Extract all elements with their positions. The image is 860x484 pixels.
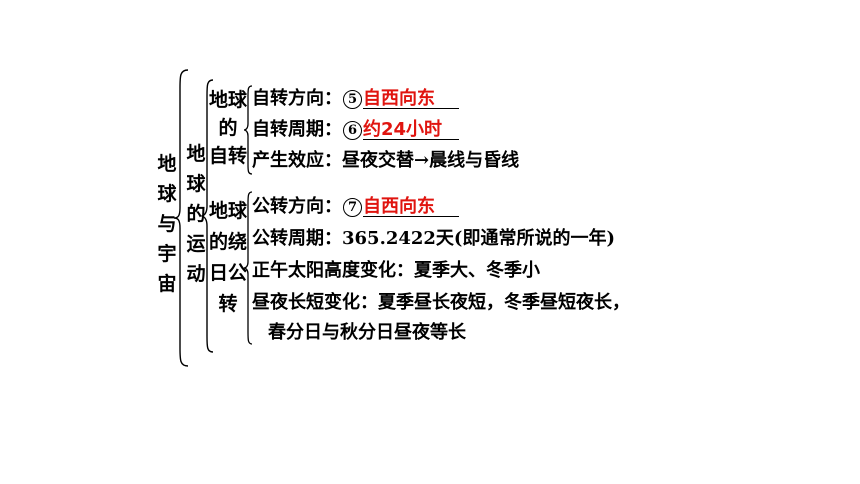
level2-char: 球	[186, 173, 206, 195]
row-label: 自转方向：	[252, 88, 342, 109]
row-label: 公转方向：	[252, 196, 342, 217]
level1-char: 地	[157, 153, 177, 175]
level1-title: 地 球 与 宇 宙	[156, 150, 178, 300]
rotation-title-line: 的	[218, 117, 238, 139]
revolution-row-period: 公转周期：365.2422天(即通常所说的一年)	[252, 228, 615, 249]
answer-blank: 自西向东	[363, 86, 459, 109]
level2-char: 运	[186, 233, 206, 255]
level2-title: 地 球 的 运 动	[185, 140, 207, 290]
level2-char: 动	[186, 263, 206, 285]
revolution-title-line: 转	[218, 293, 238, 315]
answer-text: 约24小时	[363, 119, 443, 140]
revolution-title-line: 的绕	[208, 231, 247, 253]
revolution-brace	[243, 191, 253, 345]
rotation-title-line: 地球	[208, 89, 247, 111]
row-label: 自转周期：	[252, 119, 342, 140]
level1-char: 与	[157, 213, 177, 235]
rotation-title: 地球 的 自转	[208, 86, 248, 170]
middle-brace	[200, 79, 214, 353]
answer-blank: 约24小时	[363, 117, 459, 140]
level1-char: 宙	[157, 273, 177, 295]
number-circle-7: 7	[343, 198, 362, 217]
revolution-title: 地球 的绕 日公 转	[208, 196, 248, 320]
level1-char: 球	[157, 183, 177, 205]
revolution-title-line: 日公	[208, 262, 247, 284]
level2-char: 地	[186, 143, 206, 165]
level2-char: 的	[186, 203, 206, 225]
rotation-row-effect: 产生效应：昼夜交替→晨线与昏线	[252, 150, 520, 171]
number-circle-5: 5	[343, 90, 362, 109]
number-circle-6: 6	[343, 121, 362, 140]
revolution-row-equinox: 春分日与秋分日昼夜等长	[268, 322, 466, 343]
rotation-brace	[243, 85, 253, 175]
rotation-title-line: 自转	[208, 145, 247, 167]
level1-char: 宇	[157, 243, 177, 265]
outer-brace	[173, 69, 189, 367]
revolution-title-line: 地球	[208, 200, 247, 222]
revolution-row-sun-height: 正午太阳高度变化：夏季大、冬季小	[252, 260, 540, 281]
answer-text: 自西向东	[363, 196, 435, 217]
revolution-row-day-length: 昼夜长短变化：夏季昼长夜短，冬季昼短夜长，	[252, 292, 630, 313]
answer-text: 自西向东	[363, 88, 435, 109]
answer-blank: 自西向东	[363, 194, 459, 217]
